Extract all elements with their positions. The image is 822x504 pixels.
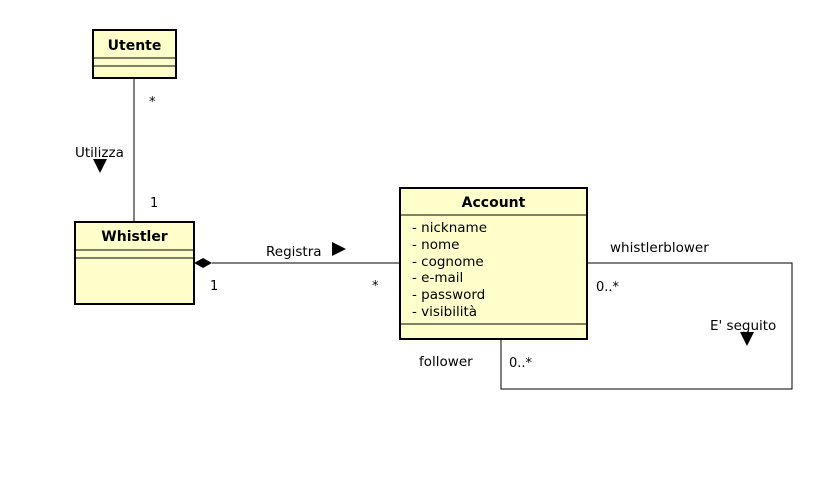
composition-diamond-icon — [194, 258, 212, 268]
account-attribute: - password — [412, 287, 485, 303]
class-utente-name: Utente — [108, 38, 162, 54]
class-utente-box — [92, 29, 177, 79]
account-attribute: - nickname — [412, 220, 487, 236]
multiplicity-whistler: 1 — [210, 279, 218, 294]
association-utilizza-label: Utilizza — [75, 145, 124, 161]
multiplicity-account: * — [372, 279, 379, 294]
class-utente[interactable]: Utente — [92, 29, 177, 79]
account-attribute: - nome — [412, 237, 459, 253]
association-registra[interactable]: Registra 1 * — [194, 242, 400, 294]
account-attribute: - e-mail — [412, 270, 463, 286]
role-whistlerblower: whistlerblower — [610, 240, 709, 256]
multiplicity-follower: 0..* — [509, 356, 533, 371]
class-whistler-name: Whistler — [101, 229, 168, 245]
association-e-seguito[interactable]: whistlerblower 0..* E' seguito follower … — [419, 240, 793, 390]
class-whistler[interactable]: Whistler — [74, 221, 195, 305]
association-e-seguito-line — [500, 262, 793, 390]
direction-arrow-right-icon — [332, 242, 346, 256]
association-utilizza[interactable]: Utilizza * 1 — [75, 78, 158, 222]
account-attribute: - visibilità — [412, 304, 477, 320]
association-e-seguito-label: E' seguito — [710, 318, 776, 334]
class-account-box — [399, 187, 588, 340]
multiplicity-whistlerblower: 0..* — [596, 280, 620, 295]
multiplicity-utente: * — [149, 95, 156, 110]
account-attribute: - cognome — [412, 254, 484, 270]
multiplicity-whistler: 1 — [150, 196, 158, 211]
role-follower: follower — [419, 354, 473, 370]
class-account-name: Account — [462, 195, 526, 211]
direction-arrow-down-icon — [740, 332, 754, 346]
class-account[interactable]: Account - nickname - nome - cognome - e-… — [399, 187, 588, 340]
association-registra-label: Registra — [266, 244, 322, 260]
direction-arrow-down-icon — [93, 159, 107, 173]
